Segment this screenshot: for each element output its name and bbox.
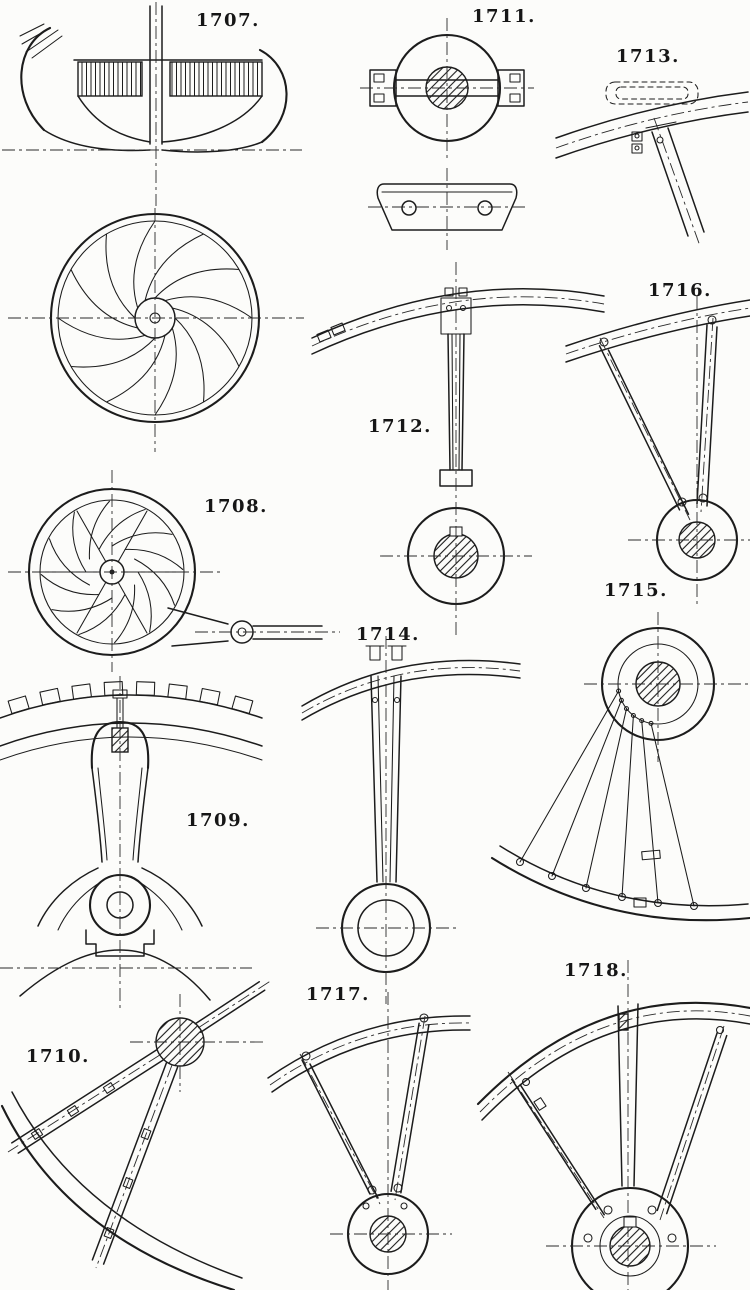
rim-joint-plates <box>316 322 346 343</box>
figure-1708-label: 1708. <box>204 496 268 517</box>
figure-1711-label: 1711. <box>472 6 536 27</box>
gear-teeth <box>7 681 254 715</box>
figure-1710: 1710. <box>0 979 273 1290</box>
figure-1709-label: 1709. <box>186 810 250 831</box>
figure-1715: 1715. <box>490 580 750 922</box>
figure-1708: 1708. <box>8 470 340 672</box>
spoke-clamp <box>631 131 643 154</box>
spoke-bolts-lower <box>103 1128 152 1239</box>
figure-1718: 1718. <box>476 960 750 1290</box>
figure-1712-label: 1712. <box>368 416 432 437</box>
figure-1707-label: 1707. <box>196 10 260 31</box>
spoke-bolts-upper <box>30 1082 116 1140</box>
figure-1717: 1717. <box>267 984 471 1290</box>
eye-rod <box>167 607 340 647</box>
figure-1714-label: 1714. <box>356 624 420 645</box>
figure-1715-label: 1715. <box>604 580 668 601</box>
figure-1711: 1711. <box>360 6 536 250</box>
figure-1709: 1709. <box>0 676 263 1010</box>
figure-1714: 1714. <box>301 624 521 1004</box>
figure-1713: 1713. <box>555 46 749 247</box>
figure-1717-label: 1717. <box>306 984 370 1005</box>
figure-1716: 1716. <box>565 280 750 604</box>
figure-1713-label: 1713. <box>616 46 680 67</box>
t-bolts <box>365 645 407 661</box>
figure-1710-label: 1710. <box>26 1046 90 1067</box>
figure-1718-label: 1718. <box>564 960 628 981</box>
spoke-nipples <box>515 849 699 911</box>
sheaf-detail <box>19 23 63 59</box>
figure-1707: 1707. <box>2 2 304 452</box>
figure-1716-label: 1716. <box>648 280 712 301</box>
hub-bolt-holes <box>583 1205 677 1243</box>
figure-1712: 1712. <box>311 262 605 636</box>
wire-spokes <box>519 688 695 907</box>
